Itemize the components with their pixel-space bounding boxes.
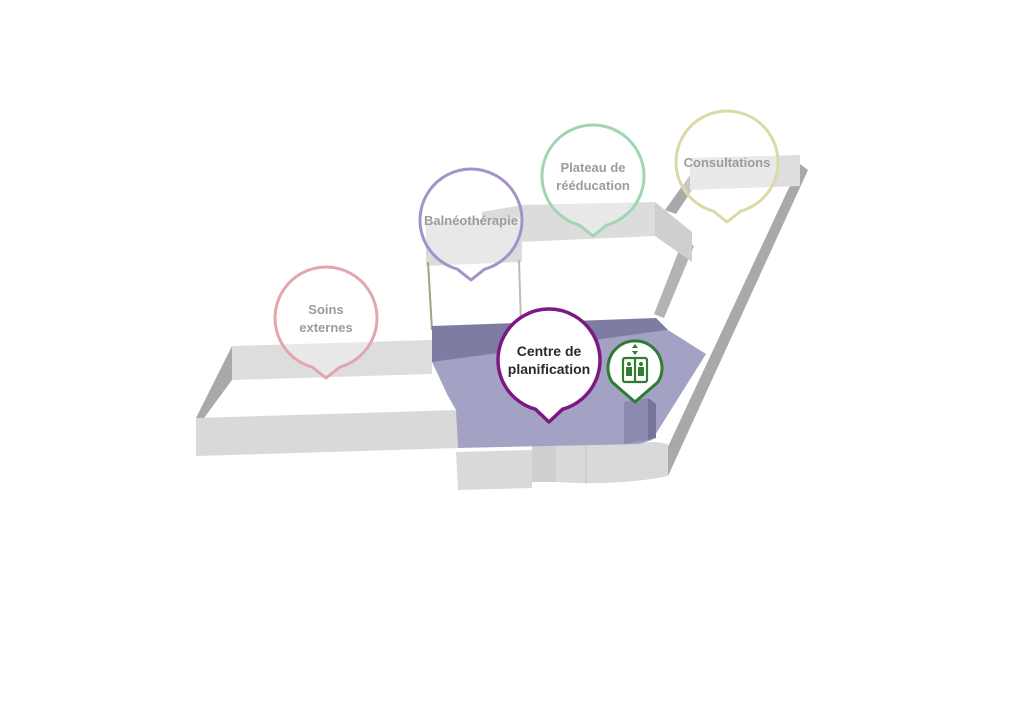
- wall-soins-front: [196, 410, 458, 456]
- location-markers: Soins externes Balnéothérapie Plateau de réé…: [273, 109, 780, 424]
- wall-soins-back: [232, 340, 432, 380]
- marker-plateau-label: rééducation: [556, 178, 630, 193]
- elevator-shaft: [624, 398, 648, 444]
- wall-balneo: [426, 218, 522, 266]
- marker-consult-label: Consultations: [684, 155, 771, 170]
- wall-front-mid: [532, 446, 556, 482]
- marker-plateau-label: Plateau de: [560, 160, 625, 175]
- marker-balneo-pin: [418, 167, 524, 282]
- marker-soins-pin: [273, 265, 379, 380]
- marker-centre-label: planification: [508, 361, 590, 377]
- marker-centre[interactable]: Centre de planification: [496, 307, 602, 424]
- marker-soins[interactable]: Soins externes: [273, 265, 379, 380]
- marker-centre-pin: [496, 307, 602, 424]
- marker-plateau-pin: [540, 123, 646, 238]
- marker-balneo-label: Balnéothérapie: [424, 213, 518, 228]
- wall-balneo-right-line: [518, 259, 522, 326]
- building-walls: [196, 155, 808, 490]
- marker-consult[interactable]: Consultations: [674, 109, 780, 224]
- wall-right-inner: [654, 240, 694, 318]
- wall-front-curve: [556, 442, 668, 484]
- marker-soins-label: externes: [299, 320, 352, 335]
- marker-centre-label: Centre de: [517, 343, 582, 359]
- marker-soins-label: Soins: [308, 302, 343, 317]
- marker-plateau[interactable]: Plateau de rééducation: [540, 123, 646, 238]
- wall-plateau-left: [482, 205, 522, 222]
- elevator-icon: [621, 344, 649, 384]
- wall-right-outer: [658, 164, 808, 476]
- wall-front-left: [456, 450, 532, 490]
- wall-balneo-left-line: [427, 261, 433, 331]
- elevator-marker[interactable]: [606, 339, 664, 404]
- wall-plateau: [518, 202, 655, 242]
- wall-plateau-side: [655, 202, 692, 262]
- marker-balneo[interactable]: Balnéothérapie: [418, 167, 524, 282]
- wall-soins-left: [196, 346, 232, 418]
- marker-consult-pin: [674, 109, 780, 224]
- wall-consultations: [690, 155, 800, 190]
